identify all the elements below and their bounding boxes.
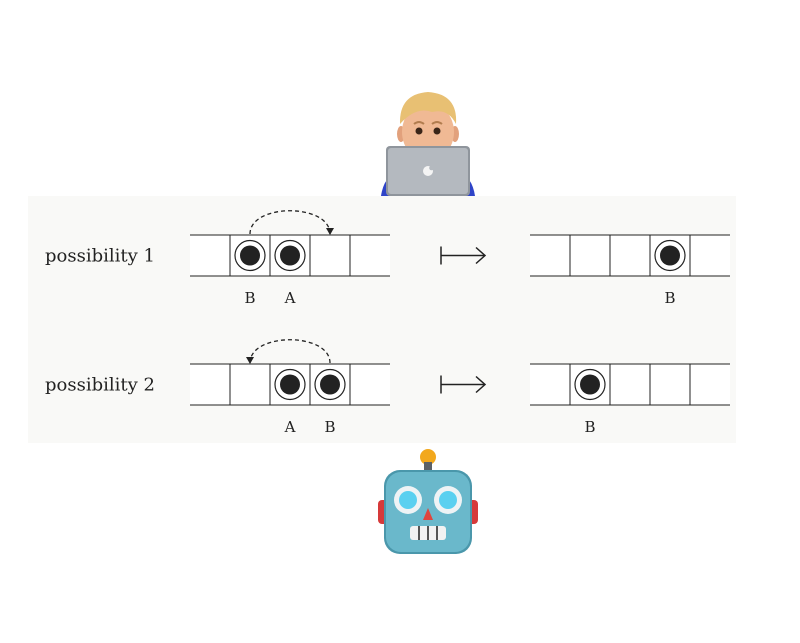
jump-arrow — [249, 210, 334, 235]
before-marble-label: A — [284, 289, 296, 307]
row-label: possibility 1 — [45, 246, 155, 267]
row-label: possibility 2 — [45, 375, 155, 396]
before-strip-cell — [350, 235, 390, 276]
after-strip-cell — [610, 235, 650, 276]
after-strip-cell — [610, 364, 650, 405]
after-marble — [580, 374, 600, 395]
before-marble — [320, 374, 340, 395]
after-marble — [660, 245, 680, 266]
after-marble-label: B — [664, 289, 675, 307]
before-marble — [240, 245, 260, 266]
before-marble-label: B — [324, 418, 335, 436]
person-with-laptop-icon — [381, 92, 475, 196]
jump-arrow — [246, 339, 331, 364]
before-marble — [280, 245, 300, 266]
before-strip-cell — [310, 235, 350, 276]
after-strip-cell — [570, 235, 610, 276]
before-marble-label: B — [244, 289, 255, 307]
after-strip-cell — [690, 235, 730, 276]
before-marble — [280, 374, 300, 395]
after-strip-cell — [530, 235, 570, 276]
before-strip-cell — [230, 364, 270, 405]
maps-to-head — [475, 375, 487, 394]
before-strip-cell — [190, 364, 230, 405]
before-marble-label: A — [284, 418, 296, 436]
robot-icon — [378, 449, 478, 554]
after-strip-cell — [690, 364, 730, 405]
after-strip-cell — [650, 364, 690, 405]
before-strip-cell — [350, 364, 390, 405]
maps-to-head — [475, 246, 487, 265]
after-strip-cell — [530, 364, 570, 405]
before-strip-cell — [190, 235, 230, 276]
after-marble-label: B — [584, 418, 595, 436]
